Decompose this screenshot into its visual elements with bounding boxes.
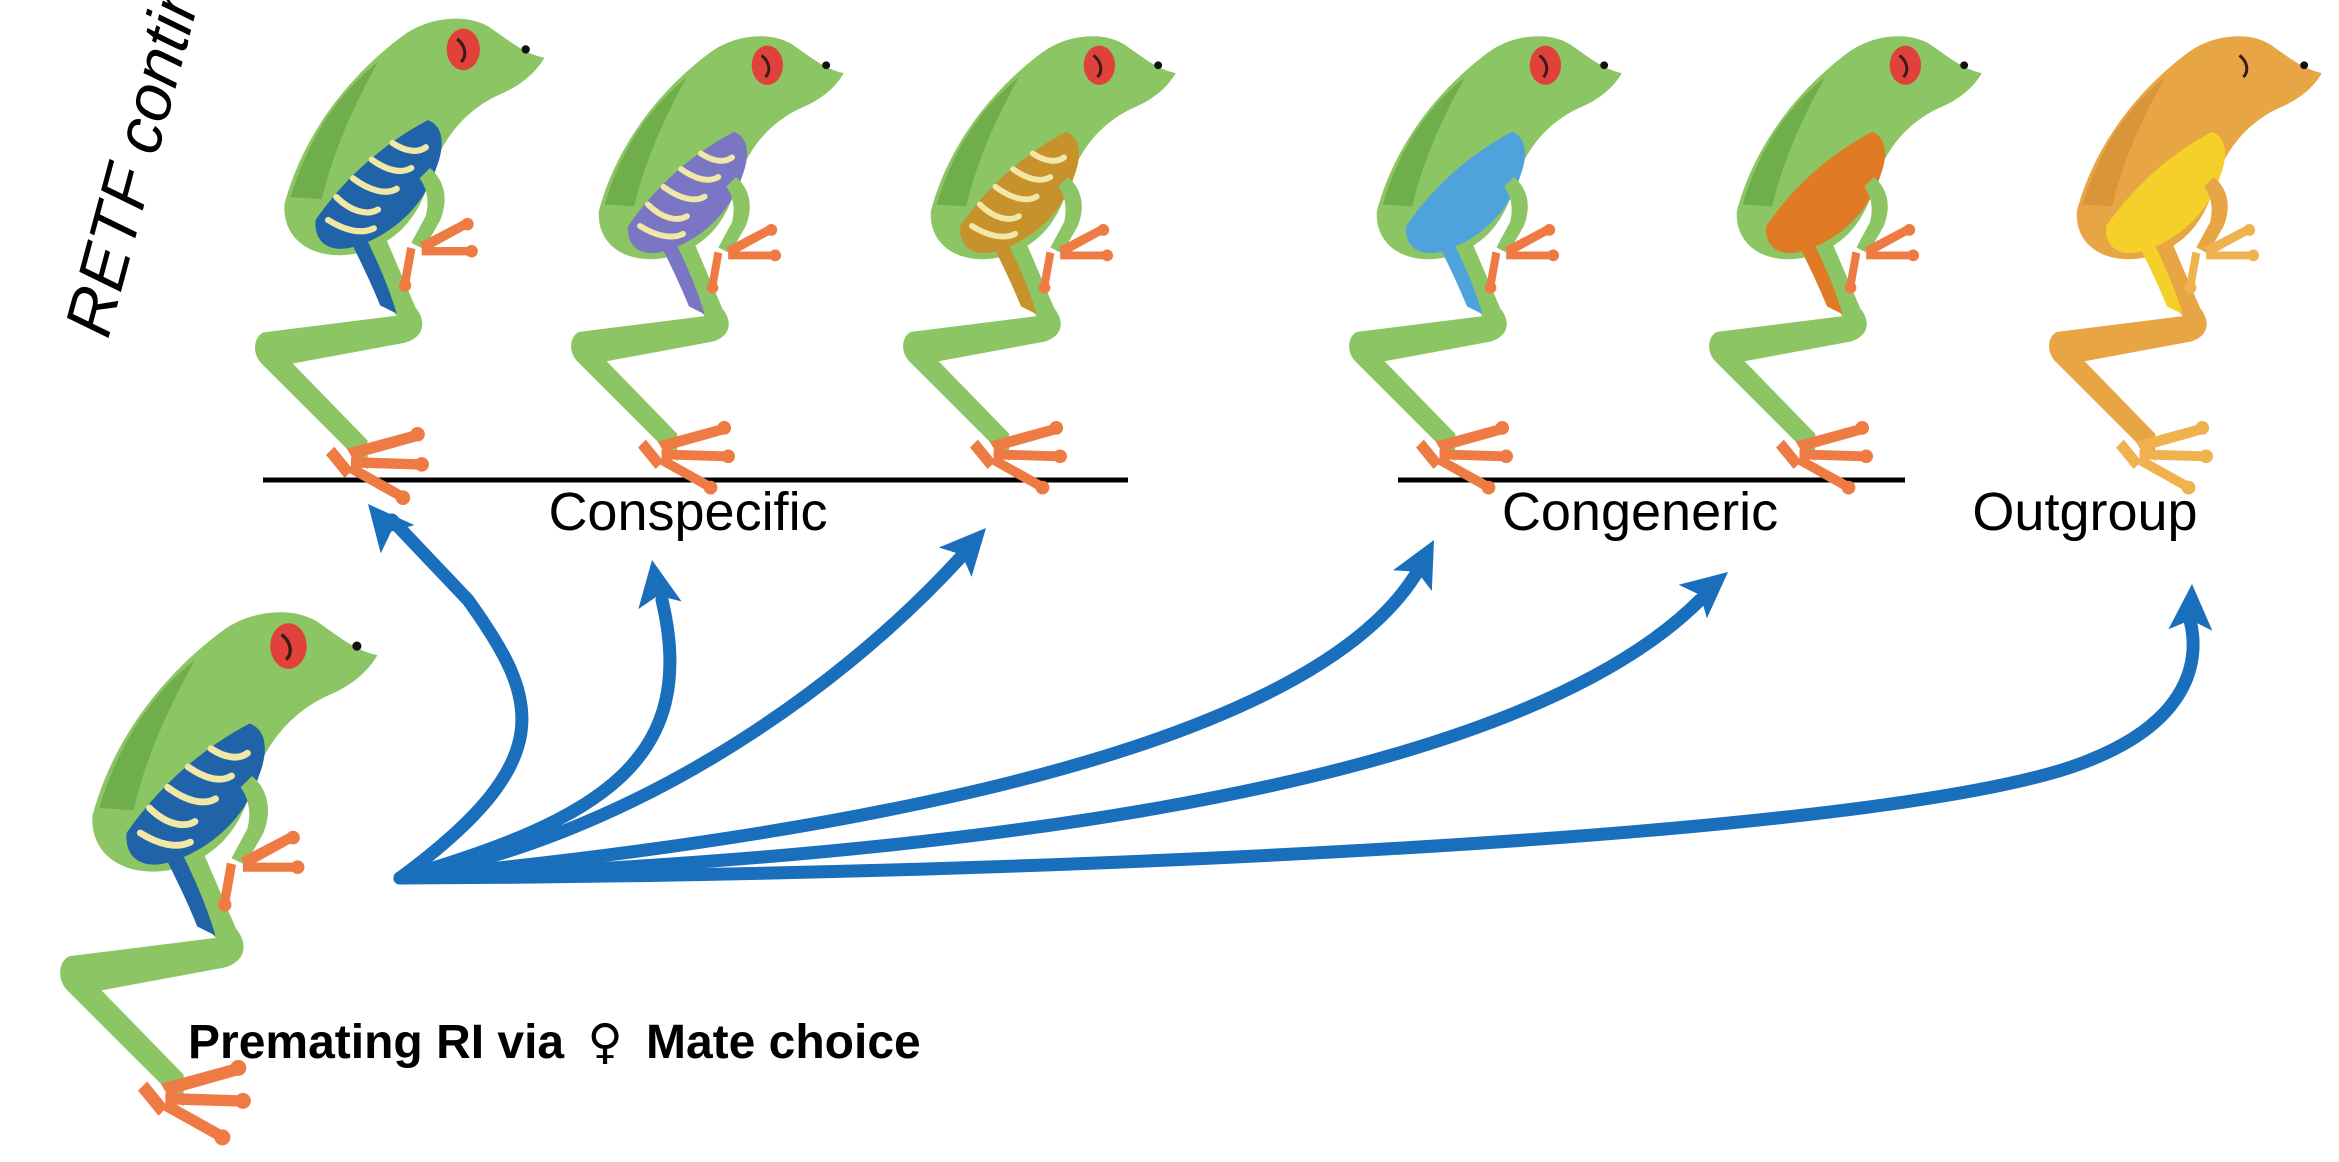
arrow-shaft: [385, 513, 529, 885]
arrow-head: [1392, 540, 1434, 591]
caption-text-after: Mate choice: [646, 1016, 921, 1069]
frog-outgroup: [2049, 36, 2322, 495]
group-label-outgroup: Outgroup: [1972, 482, 2197, 542]
group-label-conspecific: Conspecific: [548, 482, 827, 542]
arrow-to-conspecific-1: [368, 504, 529, 885]
arrow-to-outgroup: [393, 584, 2213, 885]
group-label-congeneric: Congeneric: [1502, 482, 1778, 542]
arrow-head: [1678, 572, 1728, 619]
frog-conspecific-3: [903, 36, 1176, 495]
arrow-to-conspecific-3: [393, 528, 986, 885]
arrow-head: [938, 528, 986, 577]
frog-conspecific-1: [255, 18, 545, 505]
arrow-head: [2168, 584, 2213, 631]
arrow-to-congeneric-2: [393, 572, 1728, 885]
arrow-to-conspecific-2: [393, 560, 682, 885]
arrow-shaft: [393, 593, 1707, 885]
arrow-shaft: [393, 567, 1423, 885]
mate-choice-caption: Premating RI via ♀ Mate choice: [188, 1014, 921, 1070]
frog-focal: [60, 612, 378, 1146]
frogs-layer: [60, 18, 2322, 1146]
caption-text-before: Premating RI via: [188, 1016, 564, 1069]
frog-conspecific-2: [571, 36, 844, 495]
arrow-shaft: [393, 551, 967, 885]
arrow-head: [638, 560, 682, 610]
arrow-shaft: [393, 613, 2200, 885]
arrow-head: [368, 504, 415, 554]
frog-congeneric-1: [1349, 36, 1622, 495]
continuum-title: RETF continuum: [50, 0, 249, 344]
arrow-shaft: [393, 593, 677, 885]
female-symbol: ♀: [587, 1014, 622, 1070]
frog-congeneric-2: [1709, 36, 1982, 495]
arrow-to-congeneric-1: [393, 540, 1434, 885]
mate-choice-arrows: [368, 504, 2213, 885]
